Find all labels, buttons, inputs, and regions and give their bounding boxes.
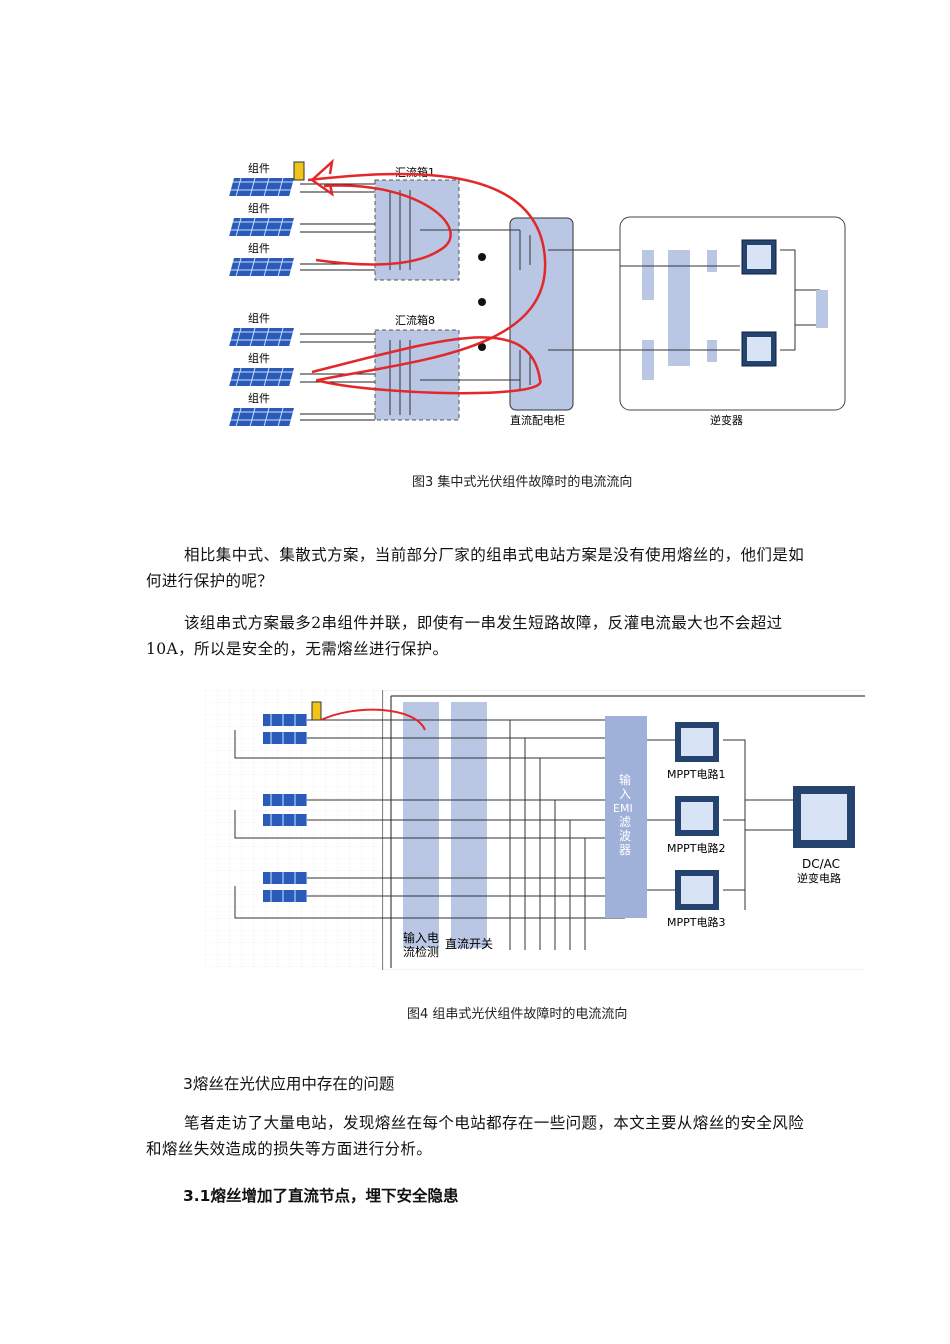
panel-label: 组件: [248, 161, 270, 175]
figure-3-caption: 图3 集中式光伏组件故障时的电流流向: [412, 475, 633, 490]
fault-icon: [293, 161, 305, 181]
combiner-8-label: 汇流箱8: [395, 313, 435, 327]
figure-3-diagram: 组件 组件 组件 组件 组件 组件 汇流箱1 汇流箱8: [229, 158, 846, 427]
figure-4: 输入电 流检测 直流开关 输 入 EMI 滤 波 器 MPPT电路1 MPPT电…: [205, 689, 865, 971]
dc-switch: [451, 702, 487, 948]
input-detect-label-2: 流检测: [403, 944, 439, 959]
mppt-2-label: MPPT电路2: [667, 842, 725, 855]
panel-label: 组件: [248, 311, 270, 325]
mppt-1-label: MPPT电路1: [667, 768, 725, 781]
figure-4-diagram: 输入电 流检测 直流开关 输 入 EMI 滤 波 器 MPPT电路1 MPPT电…: [205, 689, 865, 971]
dc-cabinet: [509, 217, 574, 411]
paragraph-3: 笔者走访了大量电站，发现熔丝在每个电站都存在一些问题，本文主要从熔丝的安全风险和…: [146, 1114, 805, 1158]
panel-labels: 组件 组件 组件 组件 组件 组件: [248, 161, 270, 405]
pv-panels: [263, 714, 307, 902]
dcac-sub-label: 逆变电路: [797, 871, 841, 885]
inverter-box: [619, 216, 846, 411]
figure-3: 组件 组件 组件 组件 组件 组件 汇流箱1 汇流箱8: [220, 140, 850, 430]
dc-switch-label: 直流开关: [445, 937, 493, 951]
input-detect-label-1: 输入电: [403, 930, 439, 945]
fault-current-arrow: [320, 708, 426, 731]
inverter-label: 逆变器: [710, 413, 743, 427]
emi-label: 滤: [619, 815, 631, 829]
combiner-box-8: [374, 329, 460, 421]
emi-label: 波: [619, 829, 631, 843]
combiner-1-label: 汇流箱1: [395, 165, 435, 179]
mppt-3-label: MPPT电路3: [667, 916, 725, 929]
dc-cabinet-label: 直流配电柜: [510, 413, 565, 427]
input-current-detect: [403, 702, 439, 948]
section-heading-3-1: 3.1熔丝增加了直流节点，埋下安全隐患: [183, 1187, 459, 1205]
paragraph-1: 相比集中式、集散式方案，当前部分厂家的组串式电站方案是没有使用熔丝的，他们是如何…: [146, 546, 805, 590]
panel-label: 组件: [248, 391, 270, 405]
section-heading-3: 3熔丝在光伏应用中存在的问题: [183, 1075, 395, 1093]
paragraph-2: 该组串式方案最多2串组件并联，即使有一串发生短路故障，反灌电流最大也不会超过10…: [146, 614, 783, 658]
emi-label: 入: [619, 787, 631, 801]
panel-label: 组件: [248, 241, 270, 255]
panel-label: 组件: [248, 201, 270, 215]
figure-4-caption: 图4 组串式光伏组件故障时的电流流向: [407, 1007, 628, 1022]
fault-current-arrows: [307, 158, 547, 395]
emi-label: EMI: [613, 802, 633, 815]
dcac-label: DC/AC: [802, 857, 840, 871]
emi-label: 器: [619, 843, 631, 857]
panel-label: 组件: [248, 351, 270, 365]
pv-panels: [229, 178, 294, 426]
emi-filter: [605, 716, 647, 918]
emi-label: 输: [619, 772, 631, 787]
fault-icon: [311, 701, 322, 721]
